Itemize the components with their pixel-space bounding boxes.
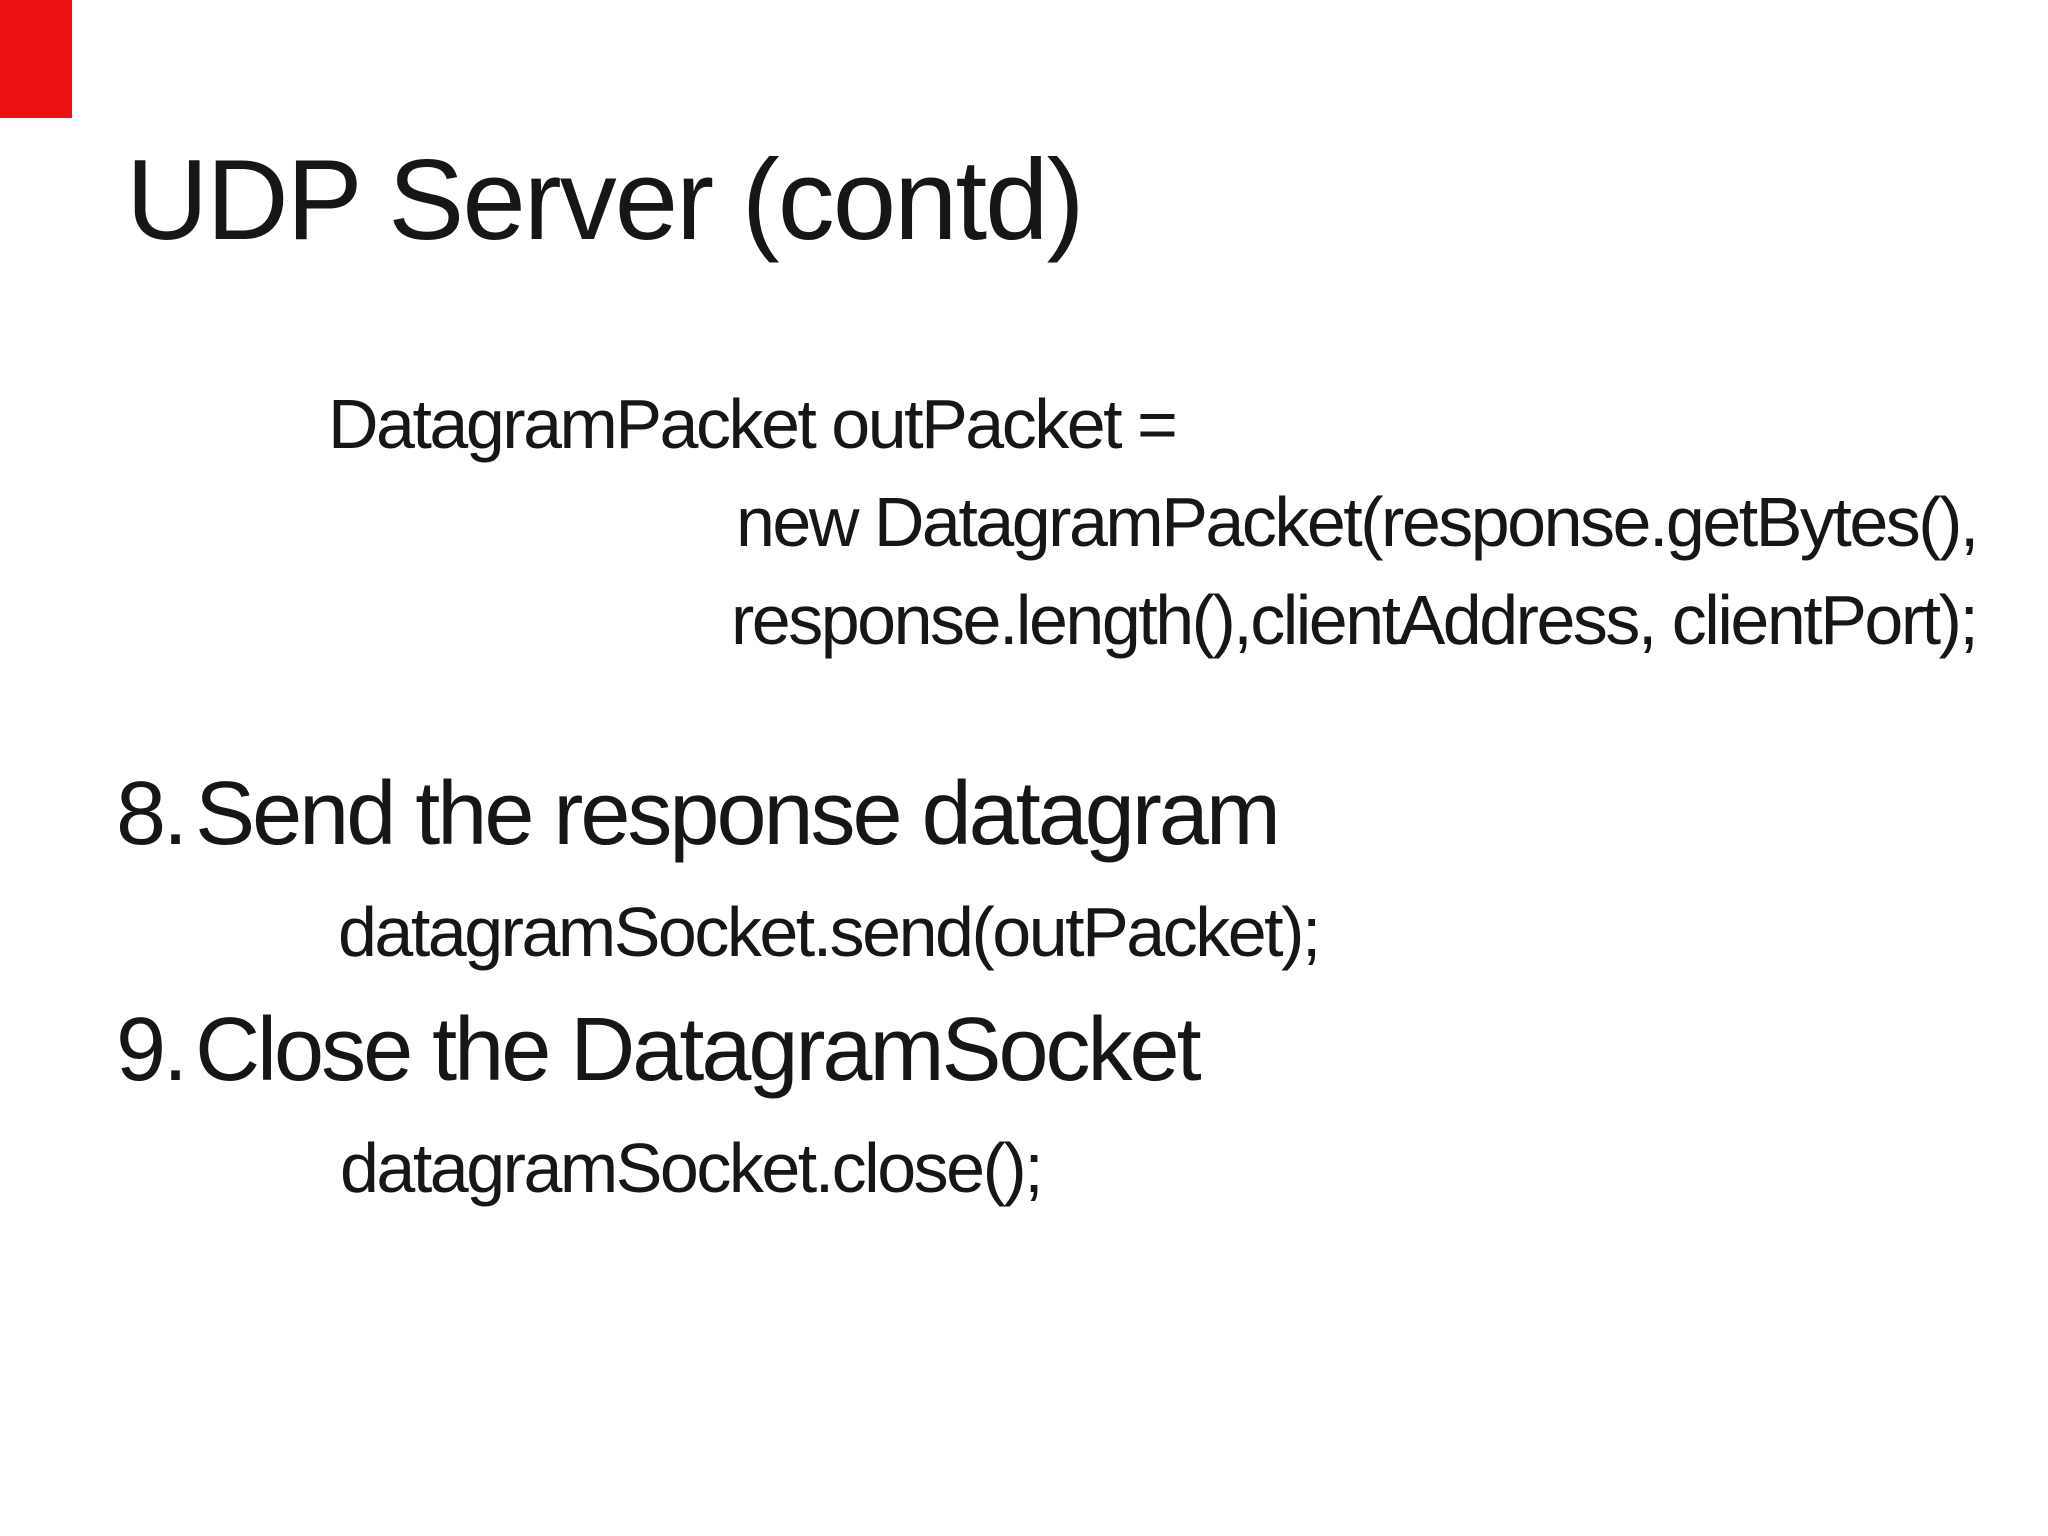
code-line-socket-send: datagramSocket.send(outPacket);: [338, 893, 1321, 971]
code-line-constructor-args: response.length(),clientAddress, clientP…: [731, 581, 1979, 659]
step-9-number: 9.: [116, 1000, 188, 1100]
step-9-label: Close the DatagramSocket: [195, 1000, 1202, 1100]
step-8-heading: 8.Send the response datagram: [116, 769, 1281, 859]
slide-title: UDP Server (contd): [126, 137, 1085, 264]
step-8-label: Send the response datagram: [195, 764, 1281, 864]
step-8-number: 8.: [116, 764, 188, 864]
code-line-datagrampacket-declaration: DatagramPacket outPacket =: [328, 385, 1178, 463]
step-9-heading: 9.Close the DatagramSocket: [116, 1005, 1202, 1095]
code-line-socket-close: datagramSocket.close();: [340, 1129, 1044, 1207]
code-line-new-datagrampacket: new DatagramPacket(response.getBytes(),: [736, 483, 1979, 561]
red-corner-marker: [0, 0, 72, 118]
